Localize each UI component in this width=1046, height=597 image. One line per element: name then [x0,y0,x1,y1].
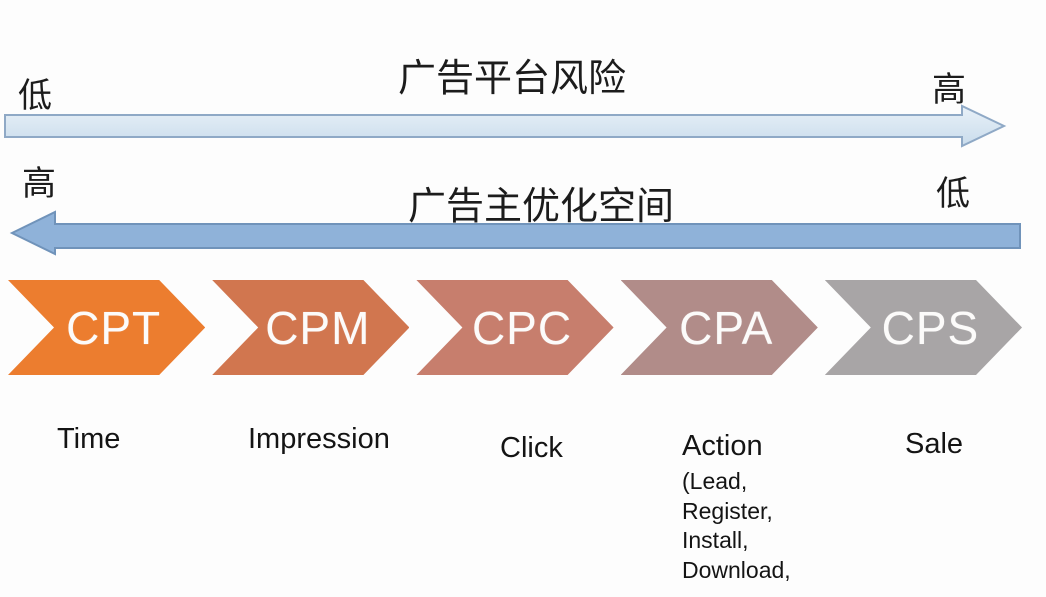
pricing-chevron-row: CPT CPM CPC CPA CPS [8,280,1022,375]
right-arrow-shape [4,104,1007,148]
risk-axis-title: 广告平台风险 [398,58,627,100]
action-detail-register: Register, [682,497,773,524]
cpc-code: CPC [471,301,573,354]
cps-code: CPS [881,301,980,354]
risk-axis-low-label: 低 [18,78,52,115]
cpa-code: CPA [679,301,774,354]
action-details-list: (Lead, Register, Install, Download, [682,467,791,585]
optimization-axis-low-label: 低 [936,176,970,213]
chevron-cpm: CPM [212,280,409,375]
action-detail-download: Download, [682,556,791,583]
chevron-cpt: CPT [8,280,205,375]
chevron-cpc: CPC [416,280,613,375]
chevron-cps: CPS [825,280,1022,375]
label-action: Action [682,430,763,462]
optimization-axis-high-label: 高 [22,166,56,203]
risk-axis-high-label: 高 [932,72,966,109]
optimization-axis-arrow [9,210,1021,256]
label-impression: Impression [248,423,390,455]
cpm-code: CPM [265,301,371,354]
action-detail-install: Install, [682,527,749,553]
label-time: Time [57,423,121,455]
left-arrow-shape [9,210,1021,256]
chevron-cpa: CPA [621,280,818,375]
cpt-code: CPT [66,301,162,354]
label-click: Click [500,432,563,464]
optimization-axis-title: 广告主优化空间 [408,186,675,228]
risk-axis-arrow [4,104,1007,148]
action-detail-lead: (Lead, [682,468,748,494]
label-sale: Sale [905,428,964,460]
